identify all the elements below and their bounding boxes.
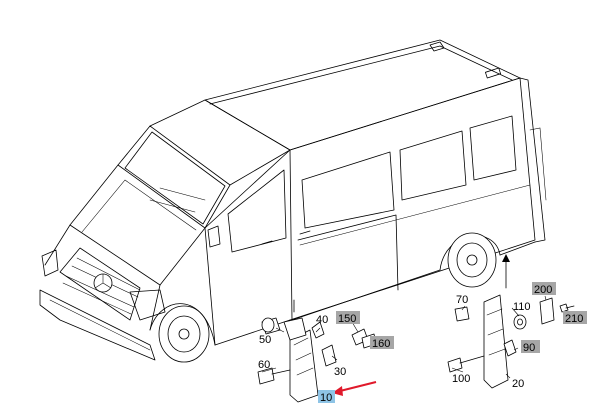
svg-text:60: 60 (258, 359, 270, 371)
callout-30[interactable]: 30 (334, 366, 346, 378)
callout-10[interactable]: 10 (318, 390, 335, 404)
callout-90[interactable]: 90 (521, 340, 540, 354)
callout-100[interactable]: 100 (452, 373, 470, 385)
svg-text:200: 200 (534, 284, 552, 296)
svg-text:100: 100 (452, 373, 470, 385)
svg-text:160: 160 (372, 338, 390, 350)
svg-text:70: 70 (456, 294, 468, 306)
svg-text:10: 10 (320, 392, 332, 404)
callout-210[interactable]: 210 (563, 311, 587, 325)
callout-20[interactable]: 20 (512, 378, 524, 390)
svg-text:150: 150 (338, 313, 356, 325)
callout-110[interactable]: 110 (513, 301, 531, 313)
callout-50[interactable]: 50 (259, 334, 271, 346)
svg-text:90: 90 (523, 342, 535, 354)
svg-text:30: 30 (334, 366, 346, 378)
front-mudflap-group (257, 317, 383, 403)
callout-200[interactable]: 200 (532, 282, 556, 296)
svg-text:20: 20 (512, 378, 524, 390)
mudflap-front (289, 329, 319, 403)
callout-labels: 10 20 30 40 50 60 70 90 100 110 (258, 282, 587, 404)
rear-mudflap-group (447, 294, 575, 389)
mudflap-rear (483, 294, 509, 389)
callout-40[interactable]: 40 (316, 314, 328, 326)
red-arrow (332, 381, 377, 396)
callout-60[interactable]: 60 (258, 359, 270, 371)
van-illustration (39, 39, 547, 363)
svg-text:110: 110 (513, 301, 531, 313)
svg-text:210: 210 (565, 313, 583, 325)
callout-160[interactable]: 160 (370, 336, 394, 350)
svg-text:40: 40 (316, 314, 328, 326)
svg-text:50: 50 (259, 334, 271, 346)
callout-70[interactable]: 70 (456, 294, 468, 306)
callout-150[interactable]: 150 (336, 311, 360, 325)
